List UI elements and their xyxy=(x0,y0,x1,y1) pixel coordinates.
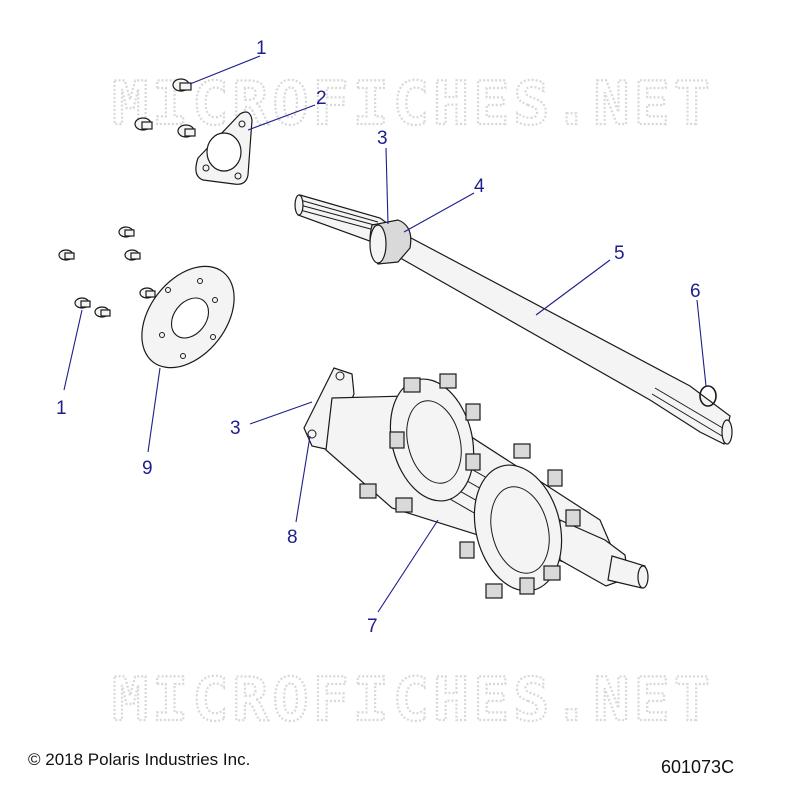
leader-8 xyxy=(295,435,311,523)
bolt-lower-6 xyxy=(94,306,111,318)
callout-5: 5 xyxy=(614,243,625,264)
callout-4: 4 xyxy=(474,176,485,197)
bolt-lower-4 xyxy=(139,287,156,299)
copyright-text: © 2018 Polaris Industries Inc. xyxy=(28,750,251,769)
leader-9 xyxy=(147,367,161,453)
callout-8: 8 xyxy=(287,527,298,548)
leader-7 xyxy=(377,519,439,613)
bolt-upper-2 xyxy=(134,117,153,131)
o-ring xyxy=(699,385,717,407)
callout-3-lower: 3 xyxy=(230,418,241,439)
leader-2 xyxy=(247,104,316,131)
callout-9: 9 xyxy=(142,458,153,479)
leader-3a xyxy=(385,147,389,225)
callout-1-upper: 1 xyxy=(256,38,267,59)
watermark-bottom: MICROFICHES.NET xyxy=(112,665,714,735)
watermark-top: MICROFICHES.NET xyxy=(112,69,714,139)
bolt-lower-2 xyxy=(118,226,135,238)
bolt-upper-1 xyxy=(172,78,192,92)
callout-1-lower: 1 xyxy=(56,398,67,419)
leader-3b xyxy=(249,401,313,425)
leader-6 xyxy=(696,299,707,387)
callout-7: 7 xyxy=(367,616,378,637)
leader-1a xyxy=(189,55,261,85)
bolt-lower-5 xyxy=(74,297,91,309)
drive-assembly xyxy=(303,367,649,599)
leader-1b xyxy=(63,309,83,391)
callout-3-upper: 3 xyxy=(377,128,388,149)
bearing-plate xyxy=(141,265,235,369)
bolt-upper-3 xyxy=(177,124,196,138)
callout-6: 6 xyxy=(690,281,701,302)
drawing-number: 601073C xyxy=(661,757,735,777)
flange-plate xyxy=(195,111,253,185)
leader-4 xyxy=(403,192,475,233)
bolt-lower-3 xyxy=(124,249,141,261)
callout-2: 2 xyxy=(316,88,327,109)
leader-5 xyxy=(535,259,611,316)
shaft-bearing xyxy=(369,219,412,265)
bolt-lower-1 xyxy=(58,249,75,261)
